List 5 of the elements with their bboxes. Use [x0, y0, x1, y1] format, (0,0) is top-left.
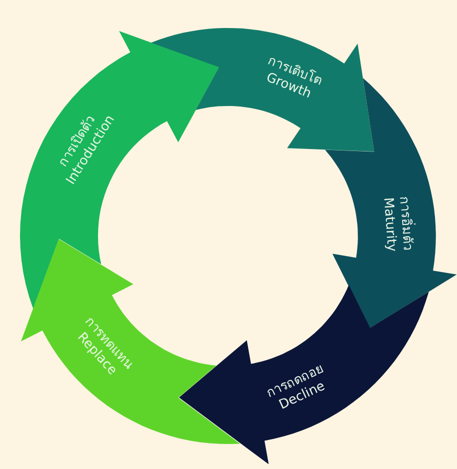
- arrow-segment: [151, 28, 374, 152]
- arrow-segment: [325, 78, 457, 328]
- arrow-segment: [20, 31, 220, 309]
- arrow-segment: [178, 285, 428, 464]
- arrow-segment: [21, 238, 240, 444]
